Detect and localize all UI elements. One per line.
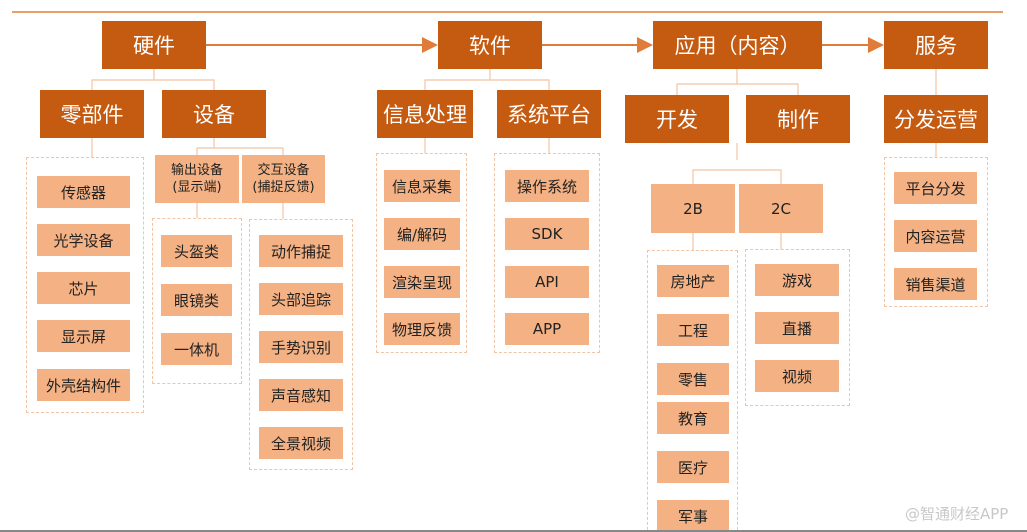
output-devices-group <box>152 218 242 384</box>
item-live: 直播 <box>755 312 839 344</box>
item-motion-capture: 动作捕捉 <box>259 235 343 267</box>
item-api: API <box>505 266 589 298</box>
item-platform-distribution: 平台分发 <box>894 172 977 204</box>
item-os: 操作系统 <box>505 170 589 202</box>
node-production: 制作 <box>746 95 850 143</box>
item-housing: 外壳结构件 <box>37 369 130 401</box>
node-interactive-devices: 交互设备 (捕捉反馈) <box>242 155 325 203</box>
2b-group <box>647 250 738 532</box>
node-service: 服务 <box>884 21 988 69</box>
node-system-platform: 系统平台 <box>497 90 601 138</box>
node-development: 开发 <box>625 95 729 143</box>
item-engineering: 工程 <box>657 314 729 346</box>
item-education: 教育 <box>657 402 729 434</box>
node-distribution: 分发运营 <box>884 95 988 143</box>
item-medical: 医疗 <box>657 451 729 483</box>
item-helmet: 头盔类 <box>161 235 232 267</box>
node-info-processing: 信息处理 <box>377 90 473 138</box>
item-games: 游戏 <box>755 264 839 296</box>
item-real-estate: 房地产 <box>657 265 729 297</box>
parts-group <box>26 157 144 413</box>
item-sdk: SDK <box>505 218 589 250</box>
interactive-devices-group <box>249 219 353 470</box>
item-head-tracking: 头部追踪 <box>259 283 343 315</box>
item-glasses: 眼镜类 <box>161 284 232 316</box>
item-optics: 光学设备 <box>37 224 130 256</box>
node-parts: 零部件 <box>40 90 144 138</box>
item-codec: 编/解码 <box>384 218 460 250</box>
node-hardware: 硬件 <box>102 21 206 69</box>
node-output-devices: 输出设备 (显示端) <box>155 155 239 203</box>
node-software: 软件 <box>438 21 542 69</box>
item-content-operation: 内容运营 <box>894 220 977 252</box>
item-info-collect: 信息采集 <box>384 170 460 202</box>
system-platform-group <box>494 153 600 353</box>
item-sensor: 传感器 <box>37 176 130 208</box>
node-devices: 设备 <box>162 90 266 138</box>
bottom-border <box>0 530 1027 532</box>
item-chip: 芯片 <box>37 272 130 304</box>
item-app: APP <box>505 313 589 345</box>
node-2c: 2C <box>739 184 823 233</box>
item-retail: 零售 <box>657 363 729 395</box>
item-all-in-one: 一体机 <box>161 333 232 365</box>
item-military: 军事 <box>657 500 729 532</box>
item-physical-feedback: 物理反馈 <box>384 313 460 345</box>
item-display: 显示屏 <box>37 320 130 352</box>
watermark: @智通财经APP <box>905 505 1009 523</box>
info-processing-group <box>376 153 467 353</box>
2c-group <box>745 249 850 406</box>
node-application: 应用（内容） <box>653 21 822 69</box>
item-panorama: 全景视频 <box>259 427 343 459</box>
item-gesture: 手势识别 <box>259 331 343 363</box>
item-sound: 声音感知 <box>259 379 343 411</box>
service-group <box>884 157 988 307</box>
item-sales-channel: 销售渠道 <box>894 268 977 300</box>
node-2b: 2B <box>651 184 735 233</box>
item-render: 渲染呈现 <box>384 266 460 298</box>
item-video: 视频 <box>755 360 839 392</box>
